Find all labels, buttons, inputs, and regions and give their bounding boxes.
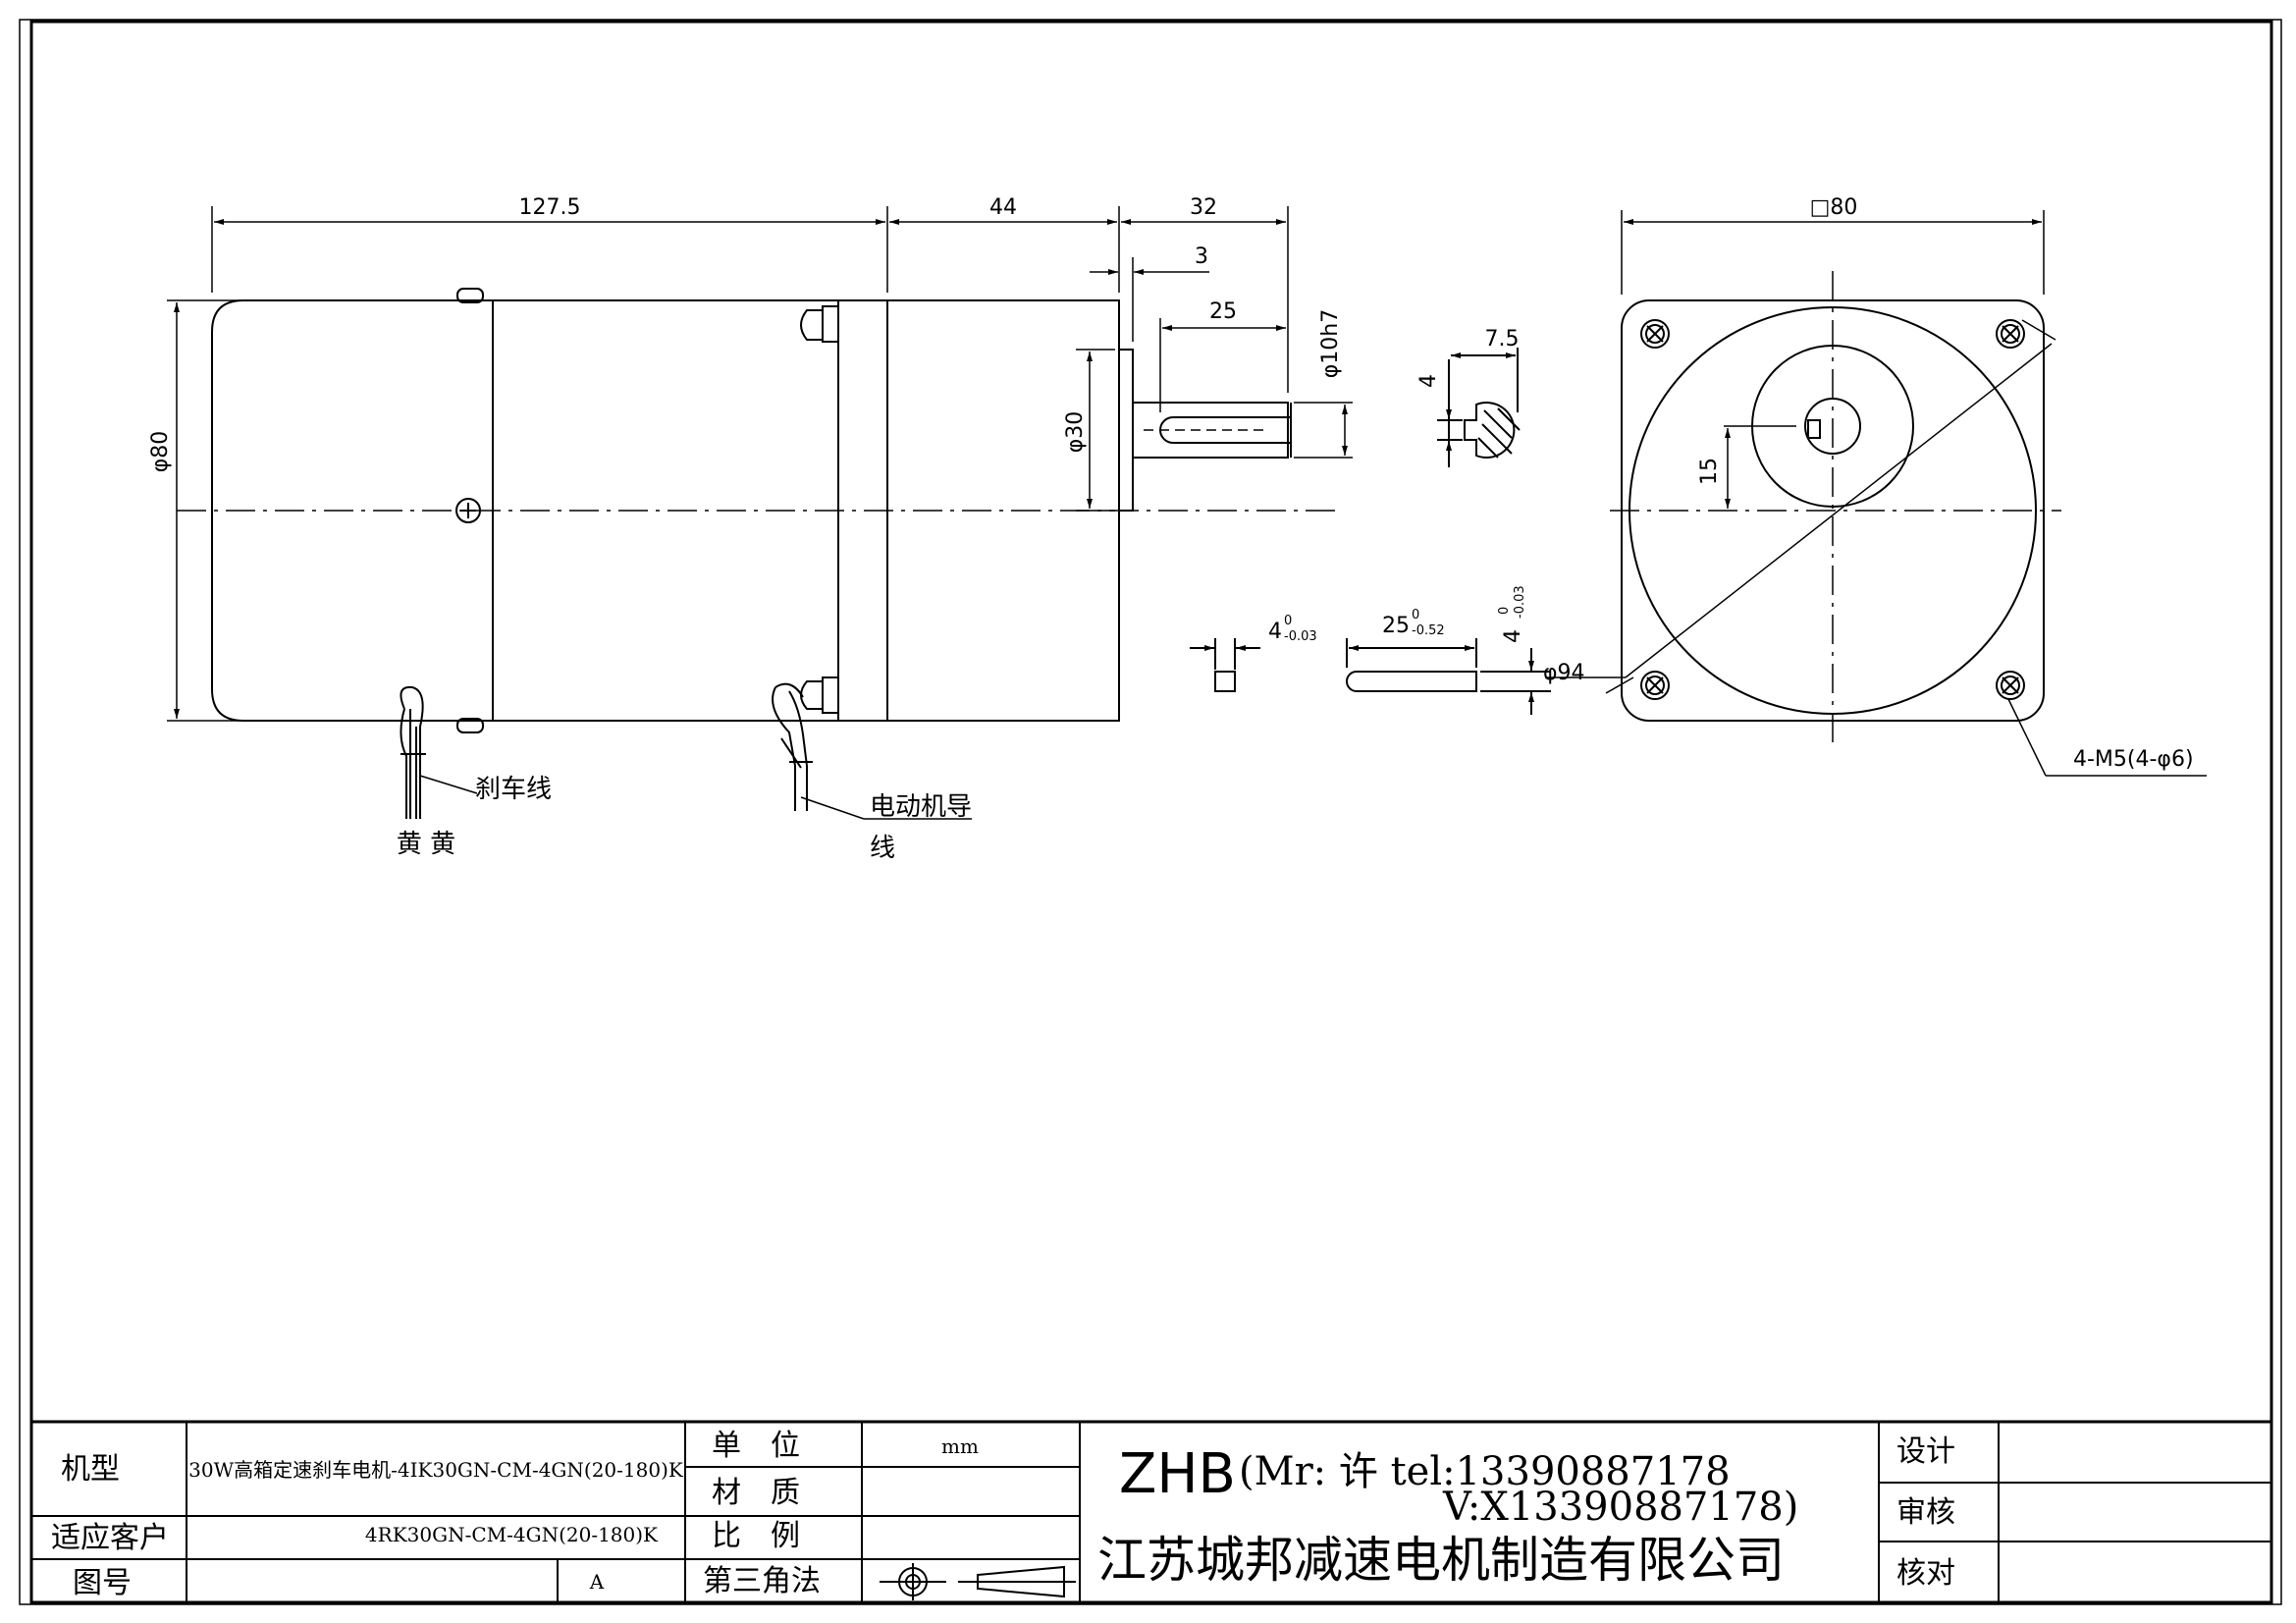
contact-line-1: (Mr: 许 tel:13390887178 bbox=[1239, 1449, 1731, 1494]
dim-pcd: φ94 bbox=[1543, 661, 1585, 685]
bottom-clip bbox=[456, 718, 484, 733]
brand: ZHB bbox=[1119, 1442, 1236, 1506]
mounting-hole-tr bbox=[1996, 319, 2025, 349]
dim-key-width-tol-upper: 0 bbox=[1284, 614, 1292, 628]
dim-key-depth: 4 bbox=[1416, 374, 1441, 388]
customer-value: 4RK30GN-CM-4GN(20-180)K bbox=[365, 1523, 659, 1546]
scale-label: 比 例 bbox=[712, 1519, 800, 1553]
dim-boss-dia: φ30 bbox=[1063, 411, 1088, 454]
dim-key-length: 25 bbox=[1209, 299, 1237, 324]
mounting-hole-tl bbox=[1640, 319, 1670, 349]
contact-line-2: V:X13390887178) bbox=[1442, 1485, 1798, 1530]
outer-frame bbox=[19, 19, 2282, 1605]
dim-body-dia: φ80 bbox=[148, 431, 173, 473]
screw-head-bottom bbox=[800, 680, 824, 710]
dim-key-len: 25 bbox=[1382, 614, 1410, 638]
dim-gearbox-length: 44 bbox=[989, 195, 1017, 220]
motor-wire bbox=[772, 682, 808, 811]
design-label: 设计 bbox=[1896, 1434, 1955, 1469]
third-angle-projection-symbol bbox=[880, 1563, 1076, 1600]
drawing-no-value: A bbox=[589, 1570, 605, 1594]
brake-wire-label: 刹车线 bbox=[475, 775, 552, 804]
screw-bottom bbox=[822, 676, 839, 714]
dim-shoulder: 3 bbox=[1195, 244, 1208, 269]
check-label: 核对 bbox=[1896, 1556, 1955, 1591]
dim-holes: 4-M5(4-φ6) bbox=[2073, 747, 2194, 772]
dim-key-width-tol-lower: -0.03 bbox=[1284, 629, 1317, 644]
motor-body-outline bbox=[211, 299, 494, 722]
model-label: 机型 bbox=[61, 1452, 120, 1487]
unit-label: 单 位 bbox=[712, 1429, 800, 1463]
dim-key-height-tol-lower: -0.03 bbox=[1513, 585, 1527, 619]
front-dimensions bbox=[167, 206, 1353, 820]
mounting-hole-bl bbox=[1640, 671, 1670, 700]
dim-key-len-tol-lower: -0.52 bbox=[1412, 623, 1445, 638]
dim-key-len-tol-upper: 0 bbox=[1412, 608, 1419, 622]
brake-wire-colors: 黄 黄 bbox=[397, 830, 455, 859]
motor-wire-label-2: 线 bbox=[870, 834, 895, 863]
mounting-hole-br bbox=[1996, 671, 2025, 700]
output-shaft bbox=[1132, 402, 1289, 459]
material-label: 材 质 bbox=[712, 1476, 800, 1510]
drawing-no-label: 图号 bbox=[73, 1566, 132, 1600]
dim-key-width: 4 bbox=[1268, 620, 1282, 644]
title-block-grid bbox=[29, 1420, 2273, 1604]
model-value: 30W高箱定速刹车电机-4IK30GN-CM-4GN(20-180)K bbox=[188, 1458, 684, 1482]
dim-shaft-dia: φ10h7 bbox=[1318, 309, 1343, 378]
motor-wire-label-1: 电动机导 bbox=[870, 792, 972, 822]
front-view bbox=[177, 288, 1335, 819]
output-boss bbox=[1118, 349, 1134, 512]
company-name: 江苏城邦减速电机制造有限公司 bbox=[1097, 1532, 1785, 1589]
inner-frame bbox=[29, 20, 2273, 1604]
dim-body-length: 127.5 bbox=[519, 195, 581, 220]
key-end-view bbox=[1214, 671, 1236, 692]
screw-head-top bbox=[800, 309, 824, 341]
key-side-view bbox=[1346, 671, 1477, 692]
dim-flat-width: 7.5 bbox=[1485, 327, 1520, 352]
key-detail bbox=[1190, 638, 1551, 715]
projection-label: 第三角法 bbox=[703, 1564, 821, 1598]
dim-offset: 15 bbox=[1697, 458, 1722, 485]
top-clip bbox=[456, 288, 484, 303]
side-dimensions bbox=[1545, 210, 2207, 777]
pcd-diagonal bbox=[1625, 343, 2053, 678]
customer-label: 适应客户 bbox=[51, 1521, 169, 1555]
dim-shaft-length: 32 bbox=[1190, 195, 1217, 220]
section-outline bbox=[1464, 402, 1516, 459]
screw-top bbox=[822, 305, 839, 343]
brake-wire bbox=[400, 685, 424, 819]
shaft-key bbox=[1807, 419, 1821, 439]
shaft-section bbox=[1437, 348, 1521, 467]
unit-value: mm bbox=[941, 1434, 979, 1458]
dim-key-height-tol-upper: 0 bbox=[1497, 607, 1512, 615]
review-label: 审核 bbox=[1896, 1495, 1955, 1530]
dim-square: □80 bbox=[1810, 195, 1858, 220]
dim-key-height: 4 bbox=[1501, 629, 1525, 643]
